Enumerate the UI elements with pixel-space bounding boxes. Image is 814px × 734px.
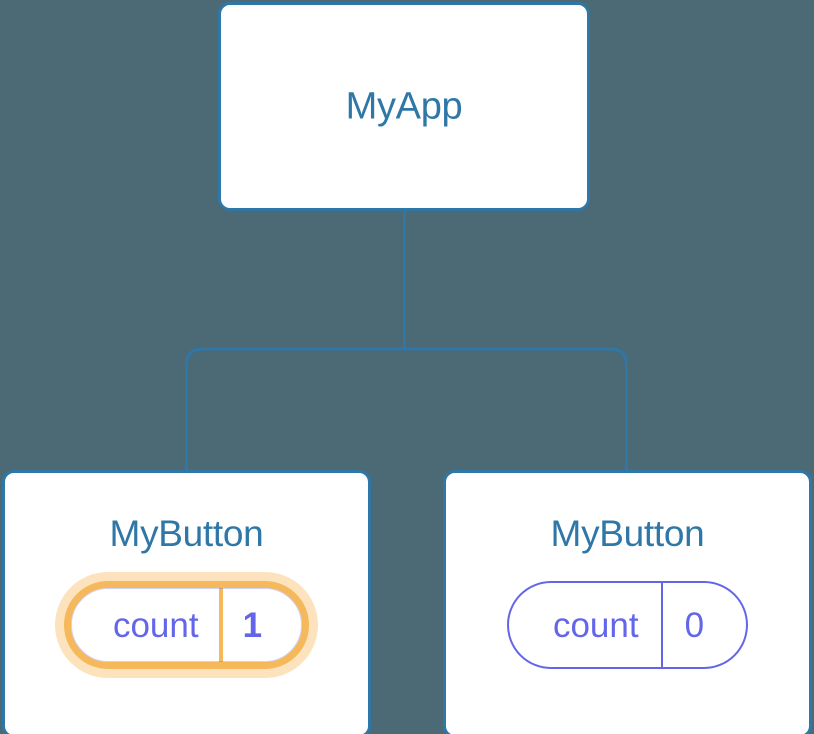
node-card-mybutton-right[interactable]: MyButton count 0 (443, 470, 812, 734)
node-card-myapp[interactable]: MyApp (218, 2, 590, 211)
state-value: 1 (218, 588, 302, 662)
node-card-mybutton-left[interactable]: MyButton count 1 (2, 470, 371, 734)
node-title: MyButton (550, 513, 705, 554)
state-pill-container: count 0 (446, 581, 809, 669)
node-title: MyButton (109, 513, 264, 554)
state-key: count (112, 605, 199, 645)
state-pill-highlighted[interactable]: count 1 (63, 581, 310, 669)
state-pill-container: count 1 (5, 581, 368, 669)
state-key: count (552, 605, 639, 645)
node-title: MyApp (345, 85, 463, 127)
connector-fork (185, 347, 628, 470)
state-pill[interactable]: count 0 (506, 581, 749, 669)
state-value: 0 (660, 583, 746, 667)
